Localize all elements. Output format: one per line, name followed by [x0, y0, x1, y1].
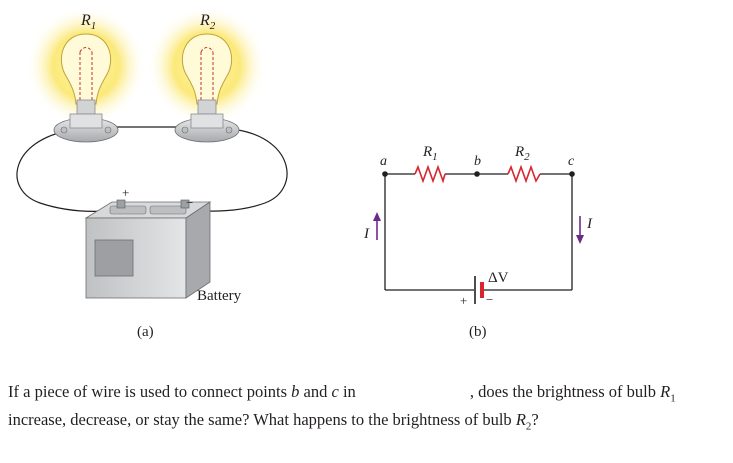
- bulb-r2-label: R2: [200, 12, 216, 33]
- question-part4: increase, decrease, or stay the same? Wh…: [8, 410, 516, 430]
- node-a-dot: [382, 171, 388, 177]
- node-b-label: b: [474, 154, 481, 169]
- battery-a: [84, 199, 212, 299]
- current-left-label: I: [364, 226, 369, 242]
- bulb-r2: [147, 6, 267, 143]
- battery-b-plus: +: [460, 293, 468, 308]
- question-text: If a piece of wire is used to connect po…: [8, 381, 720, 438]
- battery-label: Battery: [197, 288, 242, 304]
- figure: [16, 6, 584, 304]
- r2-label: R2: [515, 144, 530, 163]
- r1-label: R1: [423, 144, 438, 163]
- question-r2: R: [515, 410, 526, 430]
- wire-loop: [16, 129, 119, 212]
- current-right-label: I: [587, 216, 592, 232]
- wire-right: [191, 129, 288, 212]
- figure-a: [16, 6, 288, 299]
- battery-b-minus: −: [486, 292, 494, 307]
- node-c-label: c: [568, 154, 575, 169]
- question-part3: , does the brightness of bulb: [469, 382, 661, 401]
- resistor-r1: [414, 164, 446, 184]
- battery-short-plate: [480, 282, 484, 298]
- question-r1-sub: 1: [670, 392, 676, 405]
- circuit-figure-svg: [16, 6, 584, 304]
- node-b-dot: [474, 171, 480, 177]
- figure-b: [373, 164, 584, 304]
- question-part2: in: [338, 382, 360, 401]
- bulb-r1-label: R1: [81, 12, 97, 33]
- question-point-b: b: [291, 382, 300, 401]
- bulb-r1: [26, 6, 146, 143]
- caption-b: (b): [469, 324, 487, 340]
- current-arrow-right: [576, 216, 584, 244]
- question-part5: ?: [531, 410, 539, 430]
- question-r1: R: [660, 382, 671, 401]
- question-and: and: [299, 382, 332, 401]
- question-r2-sub: 2: [525, 420, 532, 433]
- node-c-dot: [569, 171, 575, 177]
- battery-plus-sign: +: [122, 185, 130, 200]
- caption-a: (a): [137, 324, 154, 340]
- node-a-label: a: [380, 154, 387, 169]
- resistor-r2: [507, 164, 541, 184]
- battery-minus-sign: −: [186, 195, 194, 210]
- question-part1: If a piece of wire is used to connect po…: [8, 382, 292, 401]
- question-point-c: c: [331, 382, 339, 401]
- current-arrow-left: [373, 212, 381, 240]
- delta-v-label: ΔV: [488, 270, 509, 286]
